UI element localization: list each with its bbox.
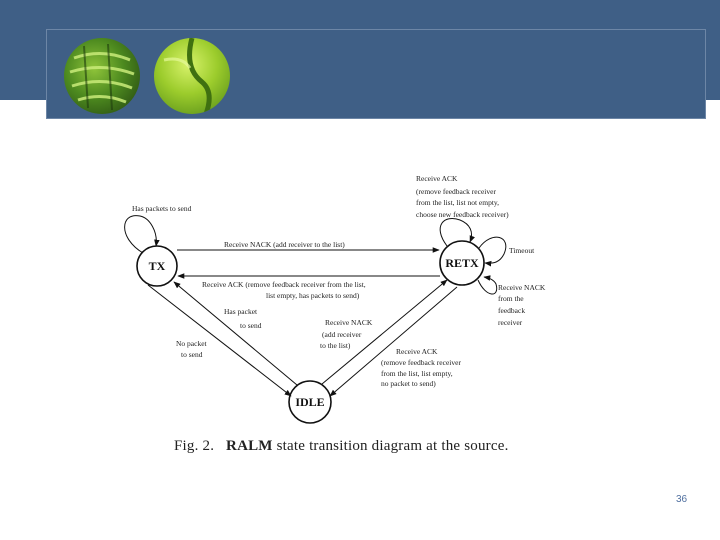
label-has-packet-idle-tx: Has packet to send <box>224 307 262 330</box>
label-ack-retx-idle-line: from the list, list empty, <box>381 369 453 378</box>
label-nack-retx-self: Receive NACK from the feedback receiver <box>498 283 547 327</box>
caption-bold: RALM <box>226 438 273 454</box>
label-nack-idle-retx-line: Receive NACK <box>325 318 373 327</box>
label-receive-ack-retx: Receive ACK (remove feedback receiver fr… <box>416 174 509 219</box>
label-receive-ack-retx-line: Receive ACK <box>416 174 458 183</box>
label-ack-retx-idle-line: no packet to send) <box>381 379 436 388</box>
label-nack-retx-self-line: from the <box>498 294 524 303</box>
arrow-idle-to-tx <box>173 281 298 386</box>
page-number: 36 <box>676 494 688 505</box>
label-no-packet: No packet to send <box>176 339 209 359</box>
state-tx-label: TX <box>149 259 166 273</box>
caption-prefix: Fig. 2. <box>174 438 215 454</box>
label-receive-ack-retx-line: (remove feedback receiver <box>416 187 496 196</box>
label-nack-idle-retx: Receive NACK (add receiver to the list) <box>320 318 374 350</box>
label-nack-retx-self-line: receiver <box>498 318 523 327</box>
label-ack-retx-idle: Receive ACK (remove feedback receiver fr… <box>381 347 463 388</box>
arrow-idle-to-retx <box>321 279 448 385</box>
label-has-packet-idle-tx-line: Has packet <box>224 307 258 316</box>
state-retx-label: RETX <box>445 256 479 270</box>
label-nack-idle-retx-line: to the list) <box>320 341 351 350</box>
label-ack-retx-tx-line: Receive ACK (remove feedback receiver fr… <box>202 280 366 289</box>
label-no-packet-line: No packet <box>176 339 208 348</box>
label-nack-retx-self-line: Receive NACK <box>498 283 546 292</box>
arrow-retx-to-idle <box>329 286 458 397</box>
label-timeout: Timeout <box>509 246 535 255</box>
figure-caption: Fig. 2. RALM state transition diagram at… <box>174 438 509 455</box>
retx-nack-loop-arrow <box>477 275 498 295</box>
tx-self-loop-arrow <box>124 215 160 254</box>
label-ack-retx-tx-line: list empty, has packets to send) <box>266 291 360 300</box>
label-has-packets: Has packets to send <box>132 204 192 213</box>
retx-ack-loop-arrow <box>439 218 475 247</box>
green-leaf-image <box>154 38 230 114</box>
label-no-packet-line: to send <box>181 350 203 359</box>
state-idle-label: IDLE <box>295 395 324 409</box>
label-ack-retx-idle-line: (remove feedback receiver <box>381 358 461 367</box>
caption-rest: state transition diagram at the source. <box>276 438 509 454</box>
fern-leaf-image <box>64 38 140 114</box>
label-nack-idle-retx-line: (add receiver <box>322 330 362 339</box>
label-ack-retx-tx: Receive ACK (remove feedback receiver fr… <box>202 280 368 300</box>
label-nack-tx-retx: Receive NACK (add receiver to the list) <box>224 240 345 249</box>
label-receive-ack-retx-line: from the list, list not empty, <box>416 198 499 207</box>
state-retx-circle <box>439 240 485 286</box>
label-nack-retx-self-line: feedback <box>498 306 525 315</box>
label-ack-retx-idle-line: Receive ACK <box>396 347 438 356</box>
label-has-packet-idle-tx-line: to send <box>240 321 262 330</box>
state-idle-circle <box>288 380 332 424</box>
retx-timeout-loop-arrow <box>478 236 507 267</box>
label-receive-ack-retx-line: choose new feedback receiver) <box>416 210 509 219</box>
arrow-tx-to-idle <box>147 284 292 397</box>
